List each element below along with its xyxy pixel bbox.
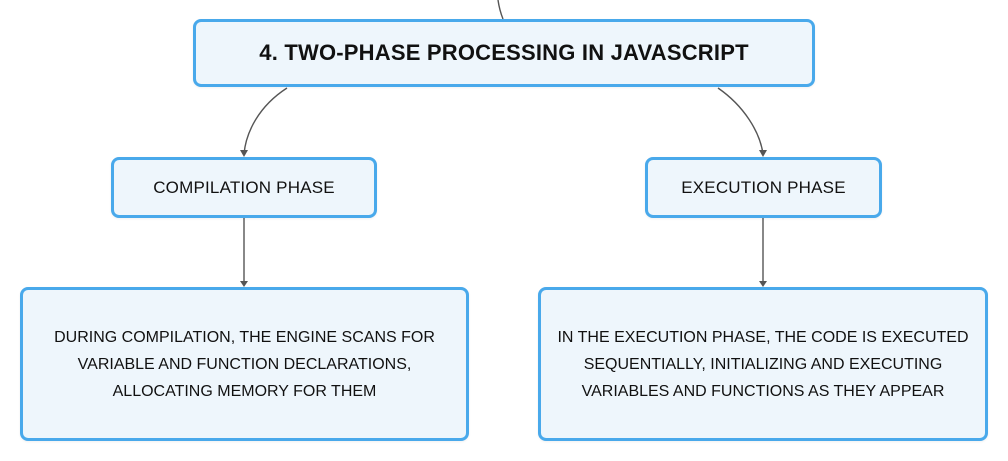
root-node-label: 4. TWO-PHASE PROCESSING IN JAVASCRIPT <box>259 40 749 65</box>
compilation-detail-text: DURING COMPILATION, THE ENGINE SCANS FOR… <box>54 328 435 400</box>
execution-to-detail-arrowhead <box>759 281 767 287</box>
root-to-compilation-connector <box>243 87 288 155</box>
root-node: 4. TWO-PHASE PROCESSING IN JAVASCRIPT <box>193 19 815 87</box>
root-to-execution-arrowhead <box>759 150 767 157</box>
execution-phase-label: EXECUTION PHASE <box>681 177 846 197</box>
compilation-phase-label: COMPILATION PHASE <box>153 177 335 197</box>
compilation-to-detail-arrowhead <box>240 281 248 287</box>
compilation-detail-node: DURING COMPILATION, THE ENGINE SCANS FOR… <box>20 287 469 441</box>
execution-detail-node: IN THE EXECUTION PHASE, THE CODE IS EXEC… <box>538 287 988 441</box>
root-to-compilation-arrowhead <box>240 150 248 157</box>
execution-detail-text: IN THE EXECUTION PHASE, THE CODE IS EXEC… <box>557 328 969 400</box>
compilation-phase-node: COMPILATION PHASE <box>111 157 377 218</box>
execution-phase-node: EXECUTION PHASE <box>645 157 882 218</box>
incoming-connector <box>497 0 504 20</box>
root-to-execution-connector <box>717 87 764 155</box>
